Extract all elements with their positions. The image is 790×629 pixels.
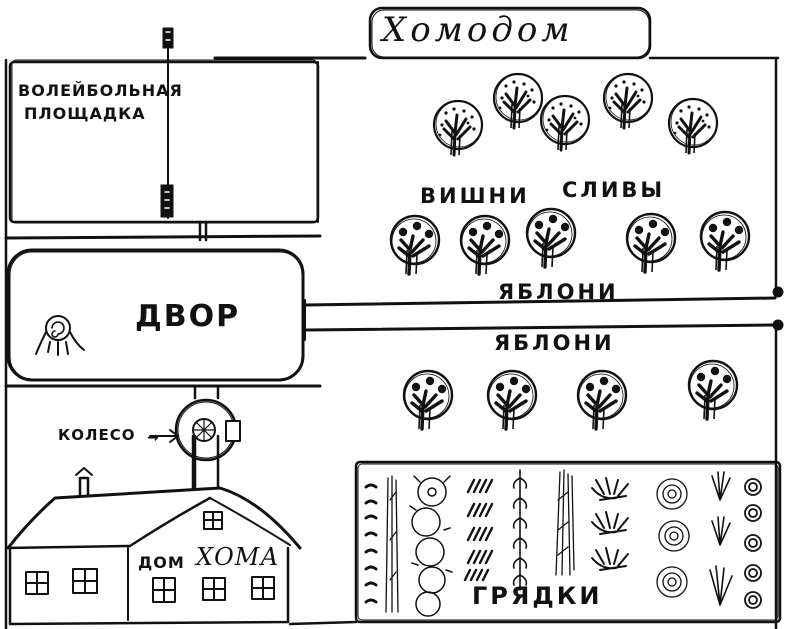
tree-row-3: [402, 359, 739, 431]
apples-label-top: ЯБЛОНИ: [498, 280, 619, 304]
cherries-label: ВИШНИ: [420, 184, 530, 208]
apples-label-bottom: ЯБЛОНИ: [494, 331, 615, 355]
plums-label: СЛИВЫ: [562, 178, 666, 202]
wheel-label: КОЛЕСО: [58, 426, 136, 444]
tree-stump-icon: [35, 315, 85, 356]
garden-beds-label: ГРЯДКИ: [472, 582, 603, 610]
yard-label: ДВОР: [135, 299, 241, 334]
volleyball-label-line1: ВОЛЕЙБОЛЬНАЯ: [18, 81, 183, 100]
volleyball-label-line2: ПЛОЩАДКА: [24, 104, 146, 123]
tree-row-2: [389, 207, 751, 276]
wheel-arrow: →: [147, 430, 160, 446]
house-icon: [4, 467, 302, 626]
house-label-name: ХОМА: [196, 543, 280, 571]
garden-beds-plants: [364, 469, 762, 617]
hamster-wheel-icon: [149, 384, 241, 507]
tree-row-1: [432, 72, 719, 157]
house-label-prefix: ДОМ: [138, 553, 185, 572]
map-title: Хомодом: [382, 10, 574, 50]
